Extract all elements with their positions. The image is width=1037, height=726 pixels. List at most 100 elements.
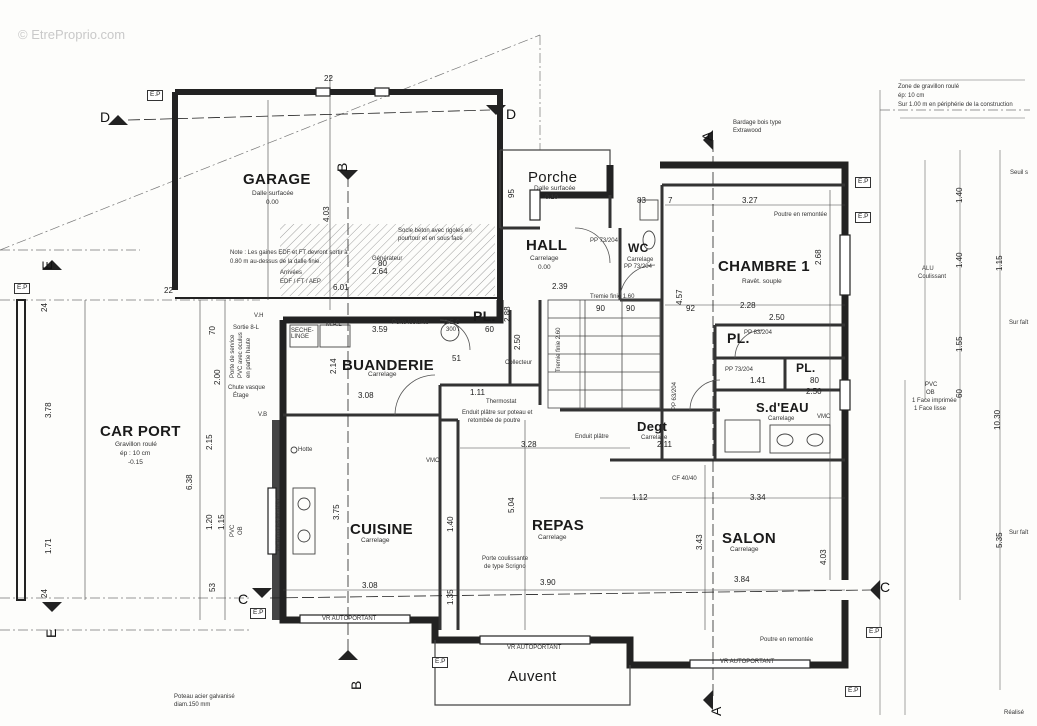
note-seche-linge: SECHE-LINGE (291, 328, 314, 340)
section-a-top: A (699, 131, 715, 141)
dim-24a: 24 (40, 303, 49, 312)
ep-marker-2: E.P (855, 177, 872, 188)
section-a-bottom: A (708, 706, 724, 716)
note-pvc-4: 1 Face lisse (914, 406, 947, 412)
porche-floor: Dalle surfacée (534, 185, 576, 192)
dim-457: 4.57 (675, 289, 684, 305)
degt-floor: Carrelage (641, 435, 668, 441)
note-tremie: Tremie finie 1.60 (590, 294, 635, 300)
note-poutre-2: Poutre en remontée (760, 637, 814, 643)
dim-120: 1.20 (205, 514, 214, 530)
dim-115b: 1.15 (995, 255, 1004, 271)
dim-135: 1.35 (446, 589, 455, 605)
carport-floor-thickness: ép : 10 cm (120, 450, 151, 457)
note-pvc-2: OB (926, 390, 935, 396)
dim-95: 95 (507, 189, 516, 198)
note-garage-2: 0.80 m au-dessus de la dalle finie. (230, 259, 322, 265)
note-chute-2: Étage (233, 393, 249, 399)
note-pvc-3: 1 Face imprimée (912, 398, 957, 404)
note-service-1: Porte de service (230, 334, 236, 378)
dim-22-left: 22 (164, 286, 173, 295)
note-gravillon-3: Sur 1.00 m en périphérie de la construct… (898, 102, 1013, 108)
dim-384: 3.84 (734, 575, 750, 584)
note-mal: M.À.L (326, 322, 342, 328)
dim-228: 2.28 (740, 301, 756, 310)
note-pp-hall: PP 73/204 (590, 238, 618, 244)
dim-24b: 24 (40, 589, 49, 598)
section-b-bottom: B (348, 680, 364, 690)
stairs (547, 299, 661, 409)
room-sdeau: S.d'EAU (756, 400, 809, 415)
dim-239: 2.39 (552, 282, 568, 291)
room-auvent: Auvent (508, 668, 557, 685)
note-vmc-sdeau: VMC (817, 414, 831, 420)
dim-155: 1.55 (955, 336, 964, 352)
note-cuve-2: pourtour et en sous face (398, 236, 463, 242)
dim-504: 5.04 (507, 497, 516, 513)
note-service-3: en partie haute (246, 337, 252, 378)
note-sur-faitage-1: Sur faît (1009, 320, 1029, 326)
dim-308a: 3.08 (358, 391, 374, 400)
note-bardage-1: Bardage bois type (733, 120, 782, 126)
dim-140b: 1.40 (955, 187, 964, 203)
dim-638: 6.38 (185, 474, 194, 490)
note-enduit-1: Enduit plâtre sur poteau et (462, 410, 533, 416)
dim-70: 70 (208, 326, 217, 335)
section-lines (127, 109, 871, 700)
note-reference: Réalisé (1004, 710, 1025, 716)
note-vr-salon: VR AUTOPORTANT (720, 659, 775, 665)
note-enduit-platre: Enduit plâtre (575, 434, 609, 440)
dim-288: 2.88 (503, 306, 512, 322)
note-pvc-left-1: PVC (230, 524, 236, 537)
placard-2: PL. (727, 330, 750, 346)
door-swings (394, 227, 764, 416)
ep-marker-3: E.P (855, 212, 872, 223)
ep-marker-7: E.P (866, 627, 883, 638)
dim-83: 83 (637, 196, 646, 205)
note-vh: V.H (254, 313, 264, 319)
right-dim-lines (879, 79, 1025, 715)
ep-marker-8: E.P (845, 686, 862, 697)
room-degt: Degt (637, 419, 668, 434)
dim-7a: 7 (668, 196, 673, 205)
note-pp-placard: PP 73/204 (725, 367, 753, 373)
ep-marker-6: E.P (432, 657, 449, 668)
dim-80a: 80 (378, 259, 387, 268)
note-alu-2: Coulissant (918, 274, 947, 280)
dim-535: 5.35 (995, 532, 1004, 548)
repas-floor: Carrelage (538, 534, 567, 541)
dim-268: 2.68 (814, 249, 823, 265)
dim-601: 6.01 (333, 283, 349, 292)
dim-111: 1.11 (470, 388, 485, 397)
dim-215: 2.15 (205, 434, 214, 450)
note-tremie-vertical: Tremie finie 2.60 (556, 327, 562, 372)
dim-375: 3.75 (332, 504, 341, 520)
dim-211: 2.11 (657, 440, 672, 449)
placard-3: PL. (796, 361, 816, 375)
room-repas: REPAS (532, 517, 585, 534)
dim-141: 1.41 (750, 376, 766, 385)
ep-marker-4: E.P (14, 283, 31, 294)
dim-200: 2.00 (213, 369, 222, 385)
interior-walls (283, 183, 845, 630)
note-garage-1: Note : Les gaines EDF et FT devront sort… (230, 250, 348, 256)
dim-60a: 60 (485, 325, 494, 334)
dim-250b: 2.50 (513, 334, 522, 350)
garage-level: 0.00 (266, 199, 279, 206)
chambre-floor: Ravêt. souple (742, 278, 782, 285)
hall-level: 0.00 (538, 264, 551, 271)
dim-328: 3.28 (521, 440, 537, 449)
note-vr-cuisine: VR AUTOPORTANT (322, 616, 377, 622)
note-sortie: Sortie 8-L (233, 325, 260, 331)
carport-floor: Gravillon roulé (115, 441, 157, 448)
dim-390: 3.90 (540, 578, 556, 587)
dim-308b: 3.08 (362, 581, 378, 590)
note-bec-1: B.E.C (444, 320, 460, 326)
dim-359: 3.59 (372, 325, 388, 334)
dim-80b: 80 (810, 376, 819, 385)
note-cf: CF 40/40 (672, 476, 697, 482)
note-pvc-left-2: OB (238, 526, 244, 535)
section-c-right: C (880, 579, 891, 595)
